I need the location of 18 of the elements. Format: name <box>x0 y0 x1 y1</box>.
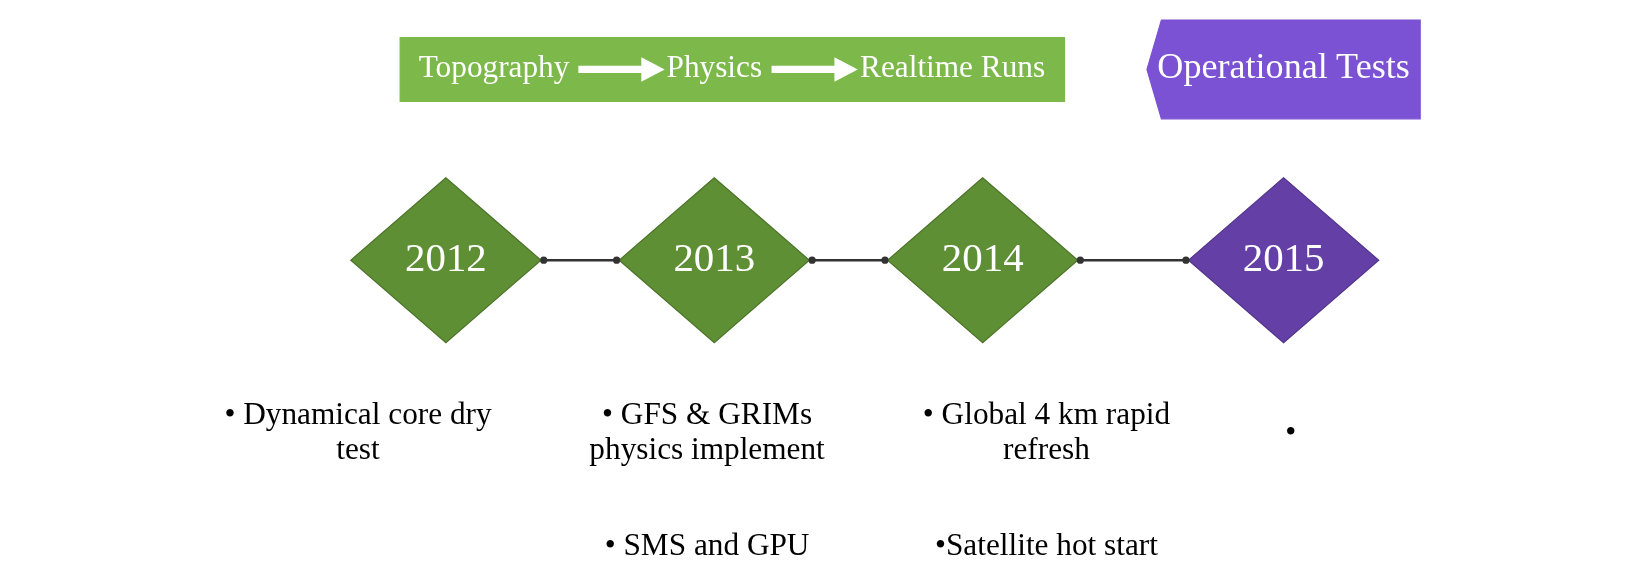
node-text: Realtime Runs <box>859 49 1045 85</box>
node-diamond: 2014 <box>886 176 1079 344</box>
node-label: • SMS and GPU <box>604 527 809 563</box>
arrow <box>577 57 665 82</box>
node-diamond: 2015 <box>1187 176 1380 344</box>
node-diamond: 2012 <box>349 176 542 344</box>
node-label: • <box>1284 413 1296 449</box>
node-label: •Satellite hot start <box>934 527 1158 563</box>
cluster <box>399 36 1065 102</box>
node-text: Topography <box>418 49 569 85</box>
node-label: • Global 4 km rapid refresh <box>922 396 1170 467</box>
connector <box>1076 256 1190 264</box>
node-text: Physics <box>665 49 762 85</box>
node-label: • GFS & GRIMs physics implement <box>588 396 825 467</box>
node-diamond: 2013 <box>617 176 810 344</box>
connector <box>539 256 620 264</box>
node-label: • Dynamical core dry test <box>223 396 492 467</box>
connector <box>808 256 889 264</box>
